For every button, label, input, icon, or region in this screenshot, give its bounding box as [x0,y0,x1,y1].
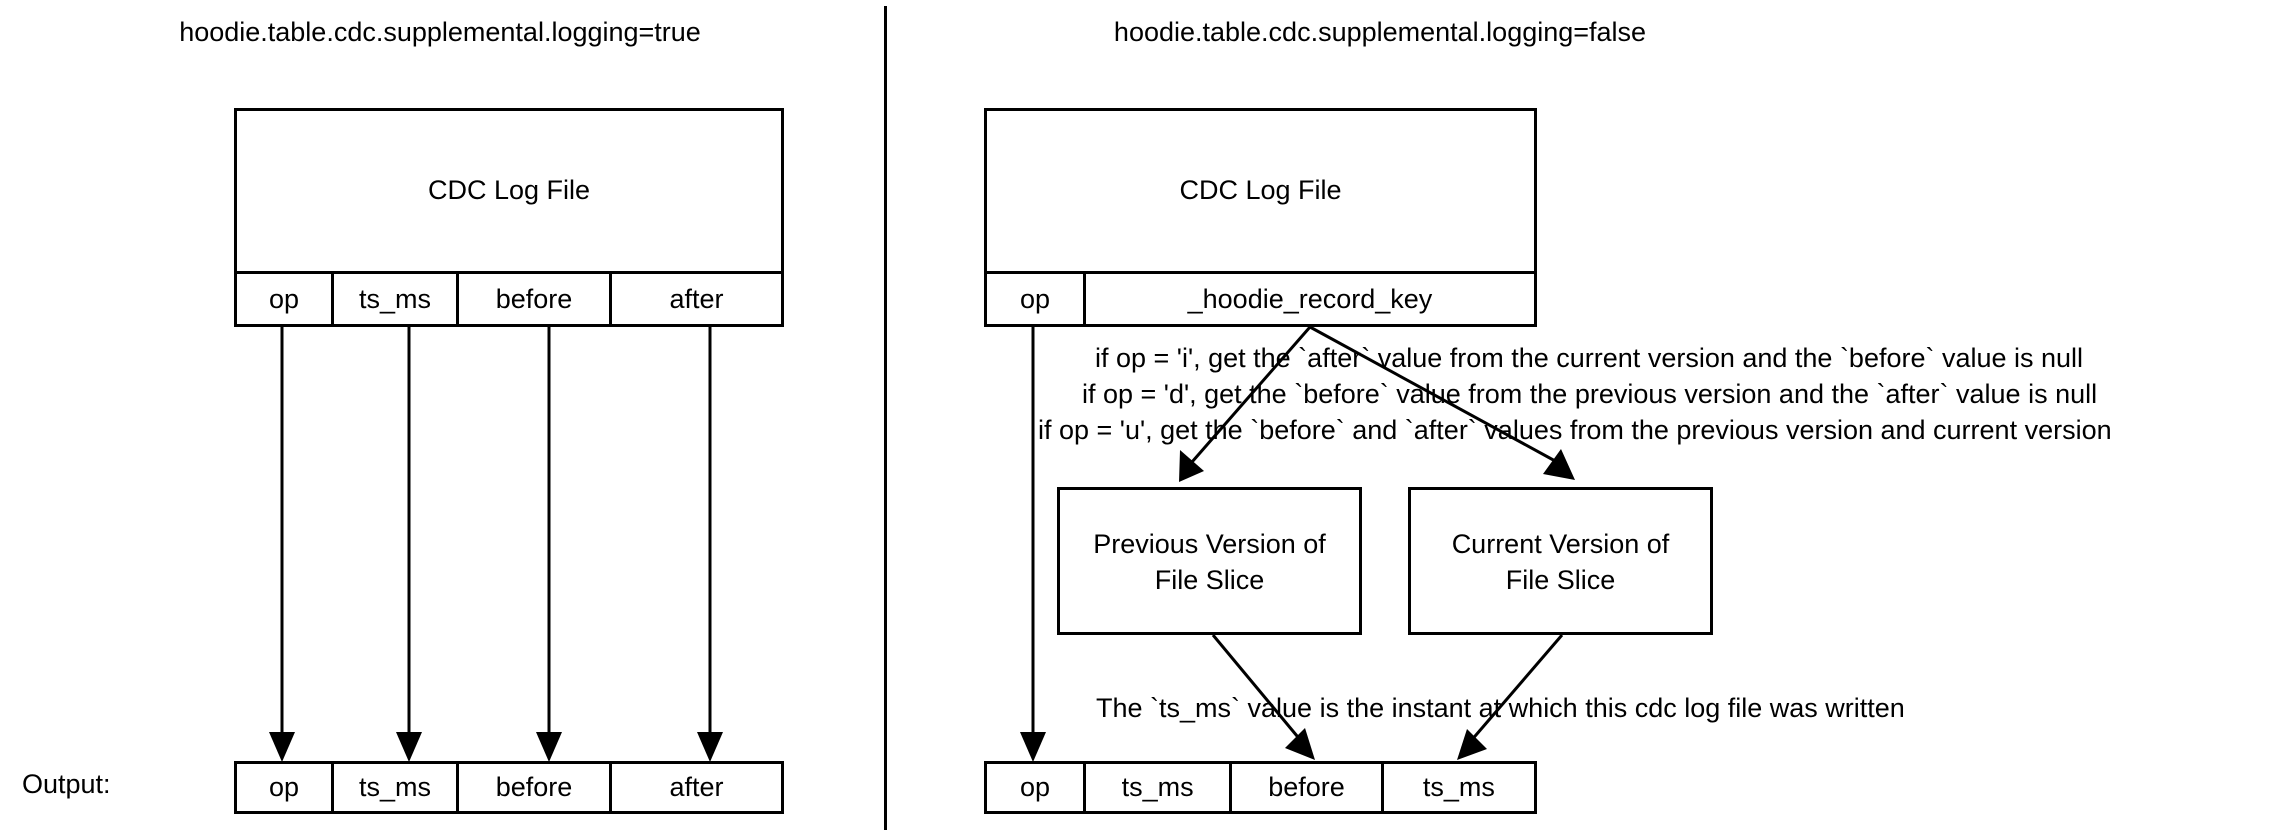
panel-divider [884,6,887,830]
ts-ms-note: The `ts_ms` value is the instant at whic… [1096,693,1905,723]
left-output-col-before: before [459,764,612,811]
previous-version-text-block: Previous Version of File Slice [1060,526,1359,598]
left-source-columns: op ts_ms before after [234,274,784,327]
rule-line-delete: if op = 'd', get the `before` value from… [1082,379,2098,409]
left-arrow-ts-ms [396,327,422,762]
right-output-col-before: before [1232,764,1384,811]
left-arrow-op [269,327,295,762]
current-version-text-block: Current Version of File Slice [1411,526,1710,598]
previous-version-line-2: File Slice [1154,565,1265,595]
right-output-col-ts-ms: ts_ms [1085,764,1233,811]
left-cdc-log-file-label: CDC Log File [427,175,591,205]
left-output-label: Output: [22,769,111,799]
left-source-col-ts-ms: ts_ms [334,274,459,324]
left-output-columns: op ts_ms before after [234,761,784,814]
right-output-columns: op ts_ms before ts_ms [984,761,1537,814]
left-output-col-ts-ms: ts_ms [334,764,459,811]
previous-version-box: Previous Version of File Slice [1057,487,1362,635]
right-arrow-op [1020,327,1046,762]
rule-line-update: if op = 'u', get the `before` and `after… [1038,415,2112,445]
right-source-col-hoodie-record-key: _hoodie_record_key [1085,274,1534,324]
current-version-line-1: Current Version of [1451,529,1670,559]
right-output-col-ts-ms-2: ts_ms [1383,764,1535,811]
right-cdc-log-file-label: CDC Log File [1179,175,1342,205]
right-output-col-op: op [987,764,1086,811]
previous-version-line-1: Previous Version of [1093,529,1326,559]
right-source-columns: op _hoodie_record_key [984,274,1537,327]
left-arrow-before [536,327,562,762]
left-output-col-op: op [237,764,334,811]
left-panel-title: hoodie.table.cdc.supplemental.logging=tr… [179,17,701,47]
right-panel-title: hoodie.table.cdc.supplemental.logging=fa… [1113,17,1647,47]
current-version-box: Current Version of File Slice [1408,487,1713,635]
left-arrow-after [697,327,723,762]
left-source-col-before: before [459,274,612,324]
current-version-line-2: File Slice [1505,565,1616,595]
rule-line-insert: if op = 'i', get the `after` value from … [1095,343,2084,373]
left-source-col-after: after [612,274,781,324]
left-output-col-after: after [612,764,781,811]
right-source-col-op: op [987,274,1086,324]
left-source-col-op: op [237,274,334,324]
left-cdc-log-file-box: CDC Log File [234,108,784,274]
right-cdc-log-file-box: CDC Log File [984,108,1537,274]
